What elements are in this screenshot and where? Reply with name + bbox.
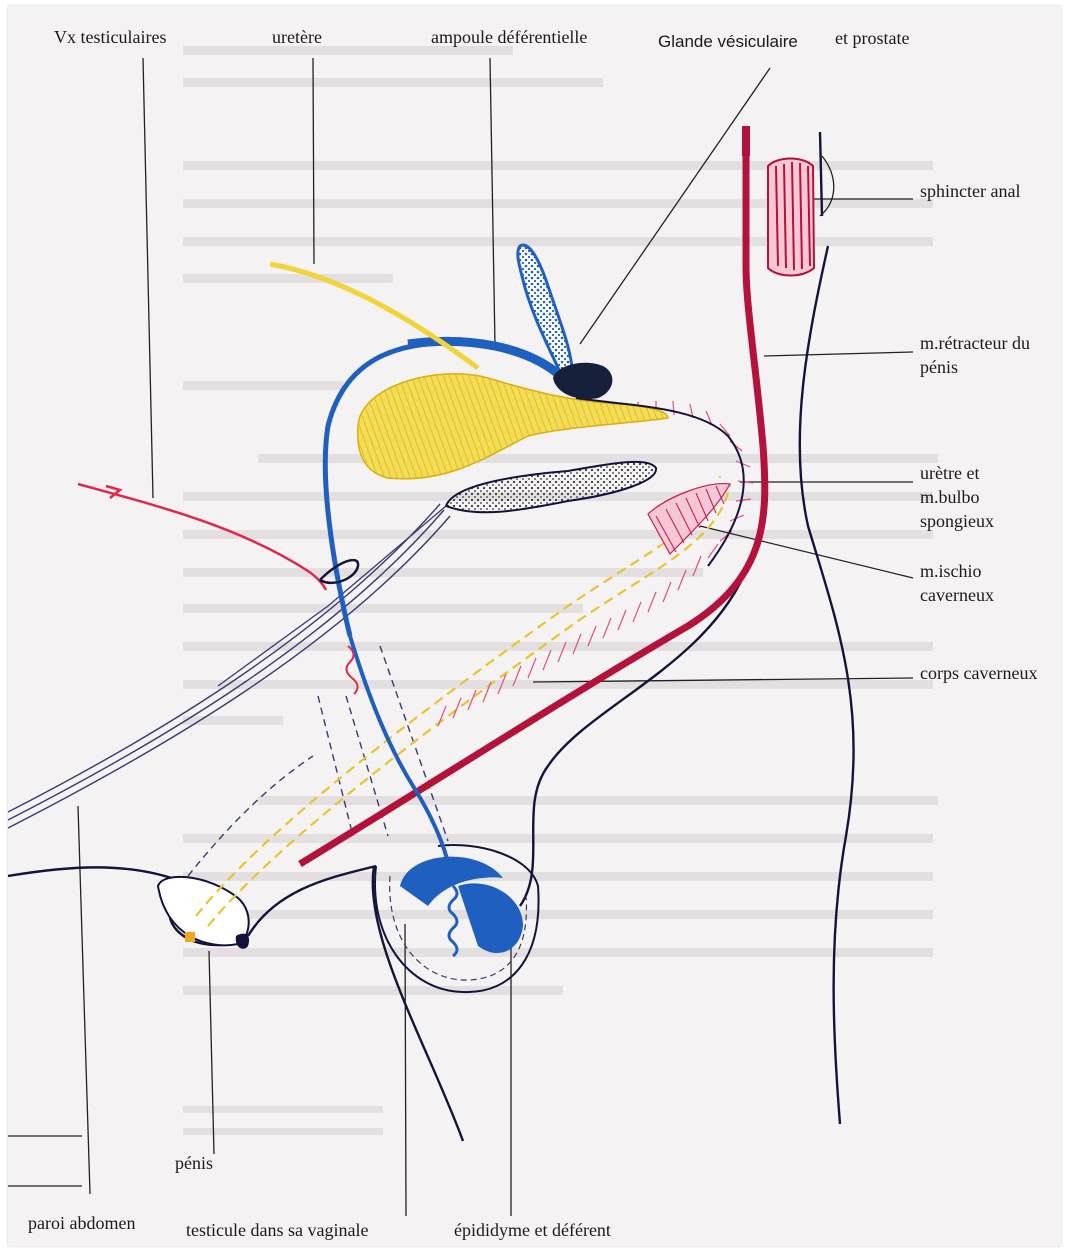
label-retracteur-l2: pénis <box>920 356 958 378</box>
label-ischio-l1: m.ischio <box>920 560 982 582</box>
label-et-prostate: et prostate <box>835 27 909 49</box>
label-penis: pénis <box>175 1152 213 1174</box>
anatomy-drawing <box>8 6 1061 1246</box>
label-retracteur-l1: m.rétracteur du <box>920 332 1030 354</box>
penis-tip <box>158 877 249 949</box>
label-testicule: testicule dans sa vaginale <box>186 1219 368 1241</box>
vessie <box>446 462 656 512</box>
label-paroi-abdomen: paroi abdomen <box>28 1212 135 1234</box>
label-ischio-l2: caverneux <box>920 584 994 606</box>
label-uretere: uretère <box>272 26 322 48</box>
diagram-sheet: Vx testiculaires uretère ampoule déféren… <box>8 6 1061 1246</box>
label-uretre-l1: urètre et <box>920 462 979 484</box>
bleed-through-text <box>183 46 938 1135</box>
label-glande-vesiculaire: Glande vésiculaire <box>658 31 798 53</box>
label-vx-testiculaires: Vx testiculaires <box>54 26 166 48</box>
label-uretre-l3: spongieux <box>920 510 994 532</box>
paroi-abdomen-lines <box>8 504 450 828</box>
label-ampoule: ampoule déférentielle <box>431 26 587 48</box>
label-corps-caverneux: corps caverneux <box>920 662 1037 684</box>
label-epididyme: épididyme et déférent <box>454 1219 611 1241</box>
label-sphincter-anal: sphincter anal <box>920 180 1020 202</box>
label-uretre-l2: m.bulbo <box>920 486 980 508</box>
